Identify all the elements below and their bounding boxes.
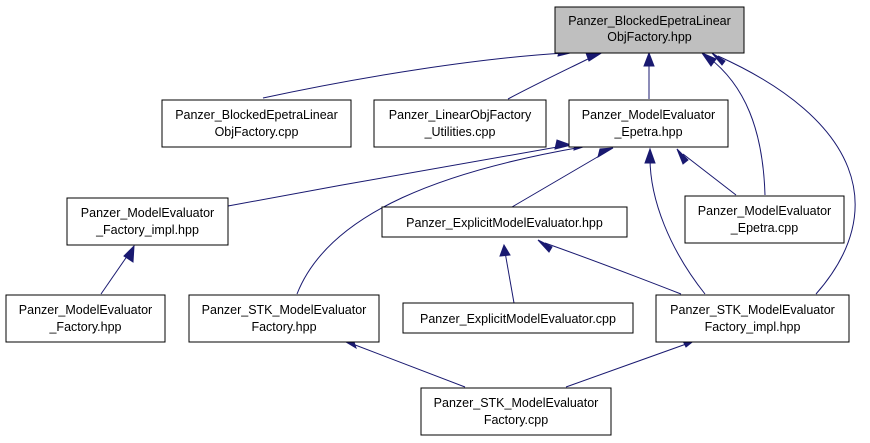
node-label-line2: _Epetra.hpp — [613, 125, 682, 139]
node-label-line2: Factory.cpp — [484, 413, 548, 427]
edge-me-epetra-cpp-to-root — [700, 51, 766, 196]
edge-stk-impl-to-me-epetra-hpp — [644, 147, 706, 295]
edge-explicit-hpp-to-me-epetra-hpp — [511, 147, 614, 208]
node-explicit-model-evaluator-cpp[interactable]: Panzer_ExplicitModelEvaluator.cpp — [402, 302, 634, 334]
node-label-line1: Panzer_ModelEvaluator — [582, 108, 715, 122]
node-label-line1: Panzer_BlockedEpetraLinear — [568, 14, 731, 28]
edge-blocked-cpp-to-root — [262, 46, 576, 99]
node-label-line2: _Factory.hpp — [48, 320, 121, 334]
edge-stk-impl-to-explicit-hpp — [537, 239, 682, 295]
node-blocked-epetra-linear-obj-factory-cpp[interactable]: Panzer_BlockedEpetraLinear ObjFactory.cp… — [161, 99, 352, 148]
node-stk-model-evaluator-factory-impl-hpp[interactable]: Panzer_STK_ModelEvaluator Factory_impl.h… — [655, 294, 850, 343]
edge-me-epetra-cpp-to-me-epetra-hpp — [676, 148, 737, 196]
node-label-line1: Panzer_ExplicitModelEvaluator.cpp — [420, 312, 616, 326]
edge-stk-cpp-to-stk-factory-hpp — [339, 338, 466, 388]
node-label-line2: _Epetra.cpp — [730, 221, 798, 235]
node-model-evaluator-factory-impl-hpp[interactable]: Panzer_ModelEvaluator _Factory_impl.hpp — [66, 197, 229, 246]
node-label-line1: Panzer_ModelEvaluator — [698, 204, 831, 218]
node-stk-model-evaluator-factory-hpp[interactable]: Panzer_STK_ModelEvaluator Factory.hpp — [188, 294, 380, 343]
edge-me-epetra-hpp-to-root — [643, 51, 655, 99]
node-model-evaluator-epetra-cpp[interactable]: Panzer_ModelEvaluator _Epetra.cpp — [684, 195, 845, 244]
node-label-line1: Panzer_STK_ModelEvaluator — [202, 303, 367, 317]
edge-linear-util-to-root — [507, 51, 605, 100]
node-label-line1: Panzer_ModelEvaluator — [19, 303, 152, 317]
node-label-line2: ObjFactory.cpp — [215, 125, 299, 139]
node-label-line1: Panzer_BlockedEpetraLinear — [175, 108, 338, 122]
node-label-line2: _Utilities.cpp — [424, 125, 496, 139]
node-label-line2: Factory_impl.hpp — [705, 320, 801, 334]
edge-factory-hpp-to-factory-impl — [100, 244, 135, 295]
node-model-evaluator-factory-hpp[interactable]: Panzer_ModelEvaluator _Factory.hpp — [5, 294, 166, 343]
node-label-line1: Panzer_ModelEvaluator — [81, 206, 214, 220]
node-linear-obj-factory-utilities-cpp[interactable]: Panzer_LinearObjFactory _Utilities.cpp — [373, 99, 547, 148]
edge-explicit-cpp-to-explicit-hpp — [499, 243, 515, 304]
node-model-evaluator-epetra-hpp[interactable]: Panzer_ModelEvaluator _Epetra.hpp — [568, 99, 729, 148]
node-explicit-model-evaluator-hpp[interactable]: Panzer_ExplicitModelEvaluator.hpp — [381, 206, 628, 238]
edge-stk-cpp-to-stk-impl — [565, 338, 698, 388]
node-blocked-epetra-linear-obj-factory-hpp: Panzer_BlockedEpetraLinear ObjFactory.hp… — [554, 6, 745, 54]
node-label-line2: ObjFactory.hpp — [607, 30, 692, 44]
node-label-line1: Panzer_STK_ModelEvaluator — [434, 396, 599, 410]
node-label-line1: Panzer_ExplicitModelEvaluator.hpp — [406, 216, 603, 230]
edge-factory-impl-to-me-epetra-hpp — [227, 139, 573, 207]
node-label-line2: Factory.hpp — [251, 320, 316, 334]
node-stk-model-evaluator-factory-cpp[interactable]: Panzer_STK_ModelEvaluator Factory.cpp — [420, 387, 612, 436]
node-label-line1: Panzer_STK_ModelEvaluator — [670, 303, 835, 317]
node-label-line1: Panzer_LinearObjFactory — [389, 108, 532, 122]
node-label-line2: _Factory_impl.hpp — [95, 223, 199, 237]
edge-stk-impl-to-root — [711, 52, 856, 295]
